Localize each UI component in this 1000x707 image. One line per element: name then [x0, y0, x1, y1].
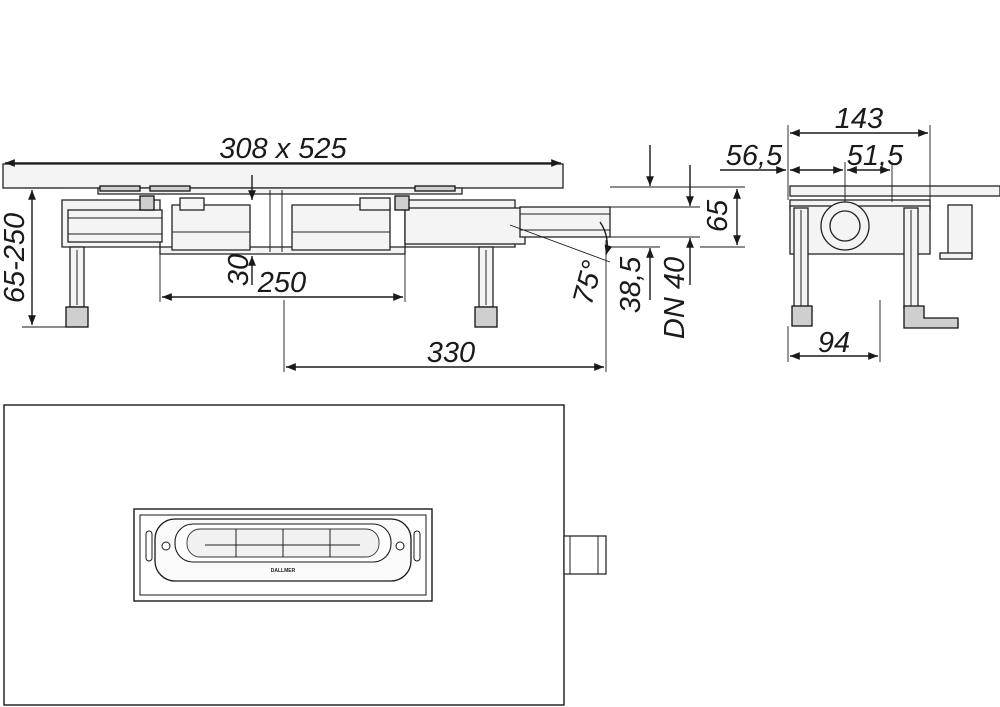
dim-outlet-height-label: 38,5 — [615, 256, 647, 313]
side-view — [789, 185, 1000, 329]
outlet-pipe-section-inner — [829, 210, 861, 242]
plan-outlet-stub — [563, 535, 607, 575]
dim-overall-label: 308 x 525 — [219, 133, 347, 165]
adjustable-foot-right — [474, 246, 498, 328]
front-section-view — [2, 163, 611, 328]
grate-screw-left — [161, 541, 171, 551]
dim-height-range-label: 65-250 — [0, 213, 31, 303]
dim-side-143-label: 143 — [835, 103, 883, 135]
dim-offset-330: 330 — [283, 240, 607, 372]
outlet-pipe — [404, 207, 526, 245]
dim-outlet-size-label: DN 40 — [659, 257, 691, 339]
plan-view: DALLMER — [3, 404, 607, 706]
dim-side-56-5: 56,5 — [720, 140, 846, 202]
dim-depth-30: 30 — [223, 175, 256, 286]
adjustable-foot-left — [65, 246, 89, 328]
brand-label: DALLMER — [271, 568, 296, 574]
side-foot-right — [903, 207, 959, 329]
dim-offset-330-label: 330 — [427, 337, 475, 369]
dim-outlet-height: 38,5 — [610, 145, 660, 313]
side-foot-left — [791, 207, 813, 327]
grate-screw-right — [395, 541, 405, 551]
shower-tray-plate — [2, 163, 564, 189]
dim-side-51-5: 51,5 — [847, 140, 904, 202]
dim-outlet-size: DN 40 — [610, 165, 700, 339]
side-tray-plate — [789, 185, 1000, 197]
dim-overall: 308 x 525 — [5, 133, 561, 167]
left-pipe — [67, 209, 163, 243]
dim-height-65-label: 65 — [702, 199, 734, 232]
dim-side-94: 94 — [787, 300, 881, 362]
sump — [171, 204, 391, 251]
dim-width-250: 250 — [159, 254, 406, 302]
dim-height-65: 65 — [660, 186, 745, 248]
dim-side-51-5-label: 51,5 — [847, 140, 904, 172]
dim-side-94-label: 94 — [818, 327, 850, 359]
dim-angle-label: 75° — [567, 257, 609, 308]
dim-width-250-label: 250 — [257, 267, 306, 299]
dim-depth-30-label: 30 — [223, 254, 255, 286]
dim-height-range: 65-250 — [0, 187, 66, 328]
dim-side-143: 143 — [787, 103, 931, 200]
dim-side-56-5-label: 56,5 — [726, 140, 783, 172]
